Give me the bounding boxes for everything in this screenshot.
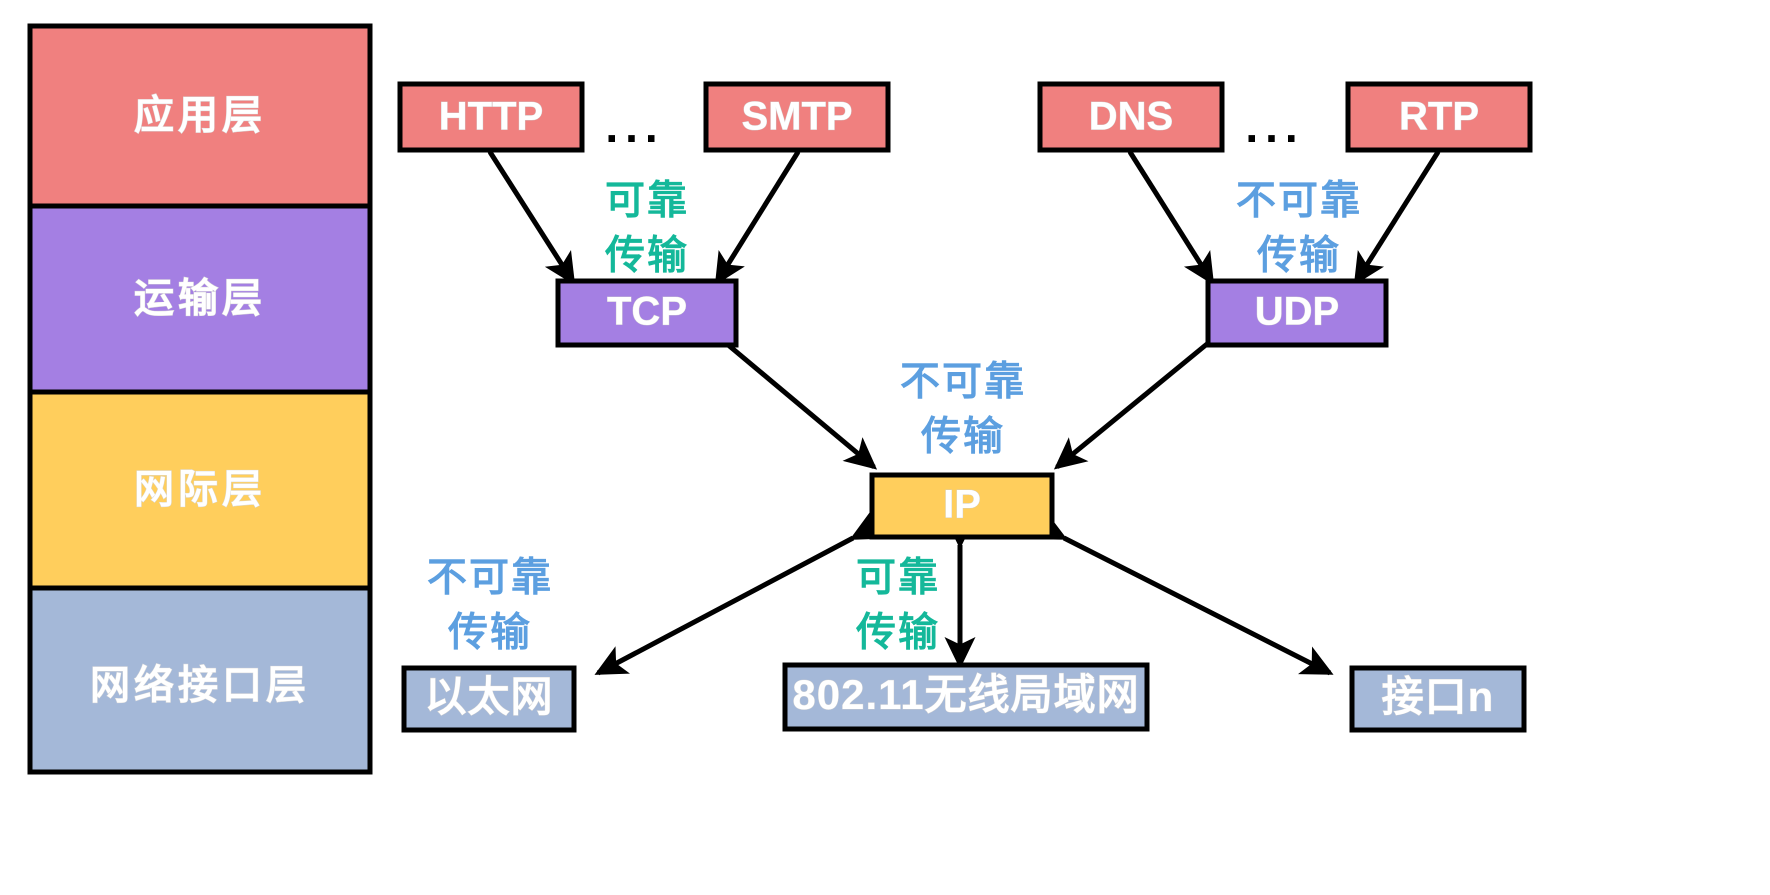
protocol-box-smtp[interactable] [703,81,891,153]
arrow-udp-ip [1053,314,1239,470]
annotation-ethernet-unreliable-line2: 传输 [447,611,532,655]
protocol-label-tcp: TCP [607,290,687,334]
protocol-box-tcp[interactable] [555,278,739,348]
layer-box-transport[interactable] [27,203,373,395]
annotation-wlan-reliable-line1: 可靠 [856,556,940,600]
interface-box-wlan[interactable] [782,662,1150,732]
ellipsis-left: ... [605,100,664,152]
protocol-label-rtp: RTP [1399,95,1479,139]
internet-protocol-boxes: IP [869,472,1055,540]
arrow-tcp-ip [695,314,878,470]
application-protocol-boxes: HTTP ... SMTP DNS ... RTP [397,81,1533,153]
annotation-labels: 可靠 传输 不可靠 传输 不可靠 传输 不可靠 传输 可靠 传输 [427,179,1362,655]
protocol-box-rtp[interactable] [1345,81,1533,153]
interface-box-interface-n[interactable] [1349,665,1527,733]
arrow-ip-ethernet [594,511,885,676]
arrow-smtp-tcp [714,120,826,286]
annotation-udp-unreliable-line2: 传输 [1256,234,1341,278]
annotation-tcp-reliable-line1: 可靠 [605,179,689,223]
connector-arrows [461,120,1467,676]
annotation-ip-unreliable-line1: 不可靠 [900,360,1026,404]
protocol-box-http[interactable] [397,81,585,153]
interface-box-ethernet[interactable] [401,665,577,733]
layer-label-internet: 网际层 [134,468,266,512]
layer-label-network-interface: 网络接口层 [90,663,310,708]
interface-label-ethernet: 以太网 [424,673,553,720]
protocol-box-dns[interactable] [1037,81,1225,153]
network-interface-boxes: 以太网 802.11无线局域网 接口n [401,662,1527,733]
annotation-ethernet-unreliable-line1: 不可靠 [427,556,553,600]
protocol-label-udp: UDP [1255,290,1339,334]
protocol-layer-stack: 应用层 运输层 网际层 网络接口层 [27,23,373,775]
layer-box-internet[interactable] [27,389,373,591]
annotation-ip-unreliable-line2: 传输 [920,415,1005,459]
annotation-udp-unreliable-line1: 不可靠 [1236,179,1362,223]
layer-label-transport: 运输层 [134,277,266,321]
interface-label-interface-n: 接口n [1382,673,1495,720]
interface-label-wlan: 802.11无线局域网 [792,671,1139,718]
protocol-box-udp[interactable] [1205,278,1389,348]
layer-box-network-interface[interactable] [27,585,373,775]
transport-protocol-boxes: TCP UDP [555,278,1389,348]
protocol-box-ip[interactable] [869,472,1055,540]
layer-box-application[interactable] [27,23,373,209]
ellipsis-right: ... [1245,100,1304,152]
layer-label-application: 应用层 [134,94,266,138]
arrow-ip-interface-n [1032,511,1334,676]
arrow-dns-udp [1101,120,1215,286]
annotation-wlan-reliable-line2: 传输 [855,611,940,655]
protocol-label-smtp: SMTP [741,95,852,139]
arrow-http-tcp [461,120,576,286]
arrow-rtp-udp [1353,120,1467,286]
annotation-tcp-reliable-line2: 传输 [604,234,689,278]
protocol-label-ip: IP [943,483,981,527]
protocol-label-dns: DNS [1089,95,1173,139]
protocol-label-http: HTTP [439,95,543,139]
